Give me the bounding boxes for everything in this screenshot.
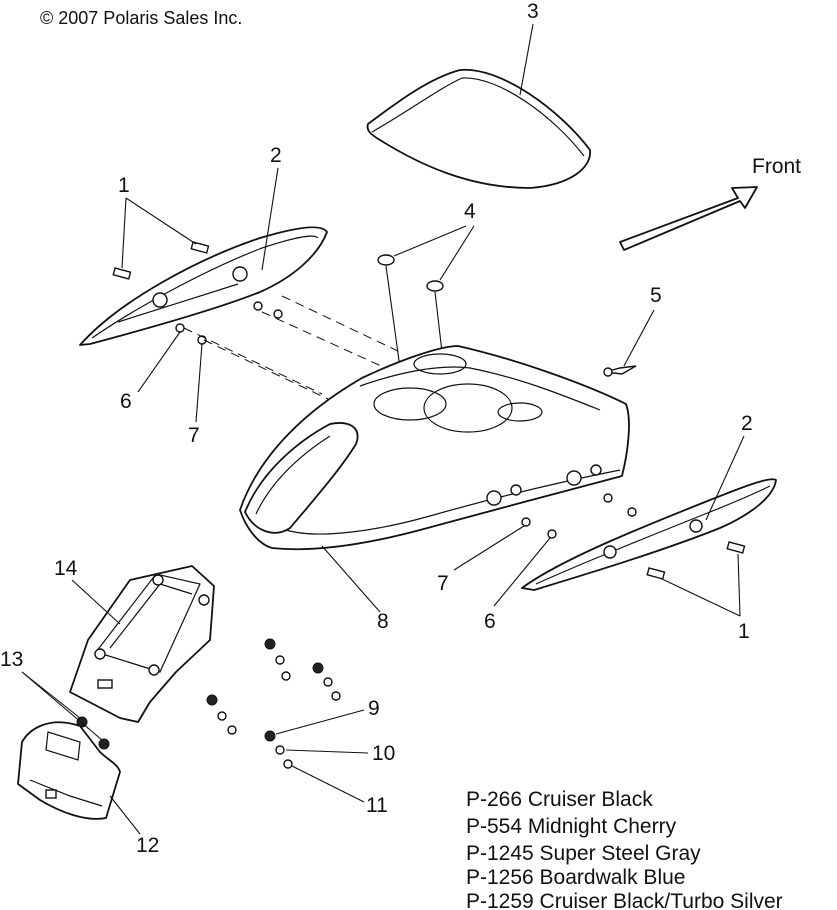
front-arrow: Front bbox=[619, 155, 801, 251]
callout-6-lower: 6 bbox=[484, 610, 496, 633]
clip-part-5: 5 bbox=[603, 284, 662, 377]
color-code-line: P-1256 Boardwalk Blue bbox=[466, 866, 685, 889]
callout-7-upper: 7 bbox=[188, 424, 200, 447]
callout-10: 10 bbox=[372, 742, 395, 765]
callout-9: 9 bbox=[368, 697, 380, 720]
callout-6-upper: 6 bbox=[120, 390, 132, 413]
copyright-text: © 2007 Polaris Sales Inc. bbox=[40, 8, 242, 28]
license-bracket-part-12: 12 bbox=[17, 721, 159, 857]
callout-8: 8 bbox=[377, 610, 389, 633]
callout-5: 5 bbox=[650, 284, 662, 307]
color-code-line: P-1245 Super Steel Gray bbox=[466, 842, 701, 865]
callout-2-upper: 2 bbox=[270, 144, 282, 167]
callout-3: 3 bbox=[527, 0, 539, 23]
callout-12: 12 bbox=[136, 834, 159, 857]
color-code-line: P-554 Midnight Cherry bbox=[466, 815, 677, 838]
seat-pad-part-3: 3 bbox=[366, 0, 591, 189]
color-code-line: P-1259 Cruiser Black/Turbo Silver bbox=[466, 890, 783, 910]
plugs-part-4: 4 bbox=[377, 200, 476, 369]
callout-1-lower: 1 bbox=[738, 620, 750, 643]
color-code-list: P-266 Cruiser Black P-554 Midnight Cherr… bbox=[466, 788, 783, 910]
callout-11: 11 bbox=[366, 794, 388, 817]
callout-4: 4 bbox=[464, 200, 476, 223]
nuts-part-13: 13 bbox=[0, 648, 110, 750]
callout-13: 13 bbox=[0, 648, 23, 671]
callout-14: 14 bbox=[54, 557, 78, 580]
bracket-part-14: 14 bbox=[54, 557, 215, 723]
screws-part-1-upper: 1 bbox=[112, 174, 210, 280]
callout-1-upper: 1 bbox=[118, 174, 130, 197]
hardware-cluster-9-10-11: 9 10 11 bbox=[206, 638, 395, 817]
alignment-lines bbox=[183, 295, 401, 401]
screws-part-1-lower: 1 bbox=[646, 541, 750, 643]
color-code-line: P-266 Cruiser Black bbox=[466, 788, 653, 811]
rear-body-part-8: 8 bbox=[239, 345, 630, 633]
side-panel-left-part-2: 2 bbox=[79, 144, 328, 346]
fasteners-right: 7 6 bbox=[437, 493, 637, 633]
callout-2-lower: 2 bbox=[741, 412, 753, 435]
callout-7-lower: 7 bbox=[437, 572, 449, 595]
front-label: Front bbox=[752, 155, 801, 178]
side-panel-right-part-2: 2 bbox=[521, 412, 777, 591]
